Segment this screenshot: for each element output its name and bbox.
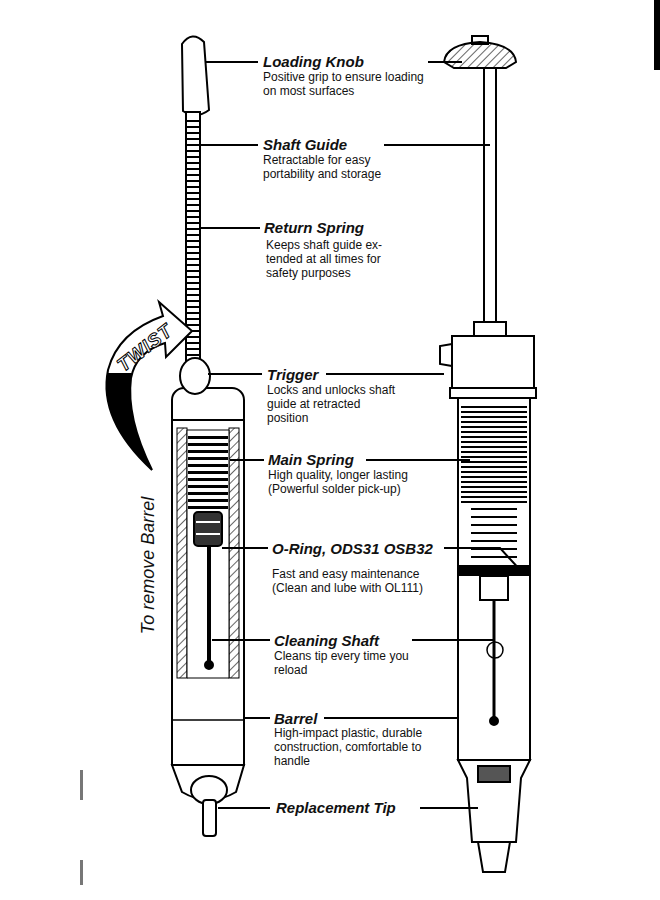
leader-lines xyxy=(200,62,522,808)
part-name: O-Ring, ODS31 OSB32 xyxy=(272,540,462,557)
shaft-guide xyxy=(484,68,496,324)
tip-holder xyxy=(478,766,510,782)
cleaning-shaft xyxy=(493,600,496,718)
scan-mark xyxy=(80,860,83,885)
main-spring xyxy=(461,406,527,505)
pump-head xyxy=(452,336,534,390)
leader-line xyxy=(222,547,268,549)
part-description: Fast and easy maintenance (Clean and lub… xyxy=(272,567,452,595)
leader-line xyxy=(366,459,470,461)
scan-mark xyxy=(654,0,660,70)
leader-line xyxy=(444,548,522,572)
leader-line xyxy=(244,717,270,719)
part-description: Retractable for easy portability and sto… xyxy=(263,153,413,181)
part-name: Shaft Guide xyxy=(263,136,393,153)
part-name: Return Spring xyxy=(264,219,394,236)
leader-line xyxy=(200,227,260,229)
part-description: High-impact plastic, durable constructio… xyxy=(274,726,454,768)
leader-line xyxy=(208,373,262,375)
part-name: Barrel xyxy=(274,710,354,727)
leader-line xyxy=(324,717,458,719)
leader-line xyxy=(200,144,258,146)
scan-mark xyxy=(80,770,83,800)
trigger xyxy=(440,344,452,366)
replacement-tip xyxy=(478,842,510,872)
instruction-note: To remove Barrel xyxy=(138,496,159,633)
main-spring xyxy=(471,508,517,562)
part-description: Cleans tip every time you reload xyxy=(274,649,434,677)
barrel xyxy=(458,398,530,760)
part-name: Main Spring xyxy=(268,451,388,468)
leader-line xyxy=(420,807,478,809)
part-description: Positive grip to ensure loading on most … xyxy=(263,70,428,98)
barrel-flange xyxy=(450,388,536,398)
loading-knob xyxy=(182,36,209,115)
main-spring xyxy=(188,436,228,510)
leader-line xyxy=(230,459,264,461)
part-name: Loading Knob xyxy=(263,53,433,70)
part-name: Trigger xyxy=(267,366,367,383)
leader-line xyxy=(218,807,270,809)
o-ring-groove xyxy=(196,521,220,523)
right-pump xyxy=(440,36,536,872)
trigger xyxy=(180,358,210,394)
loading-knob xyxy=(444,42,516,68)
replacement-tip xyxy=(203,800,216,836)
piston xyxy=(480,576,508,600)
part-description: Locks and unlocks shaft guide at retract… xyxy=(267,383,405,425)
o-ring xyxy=(194,512,222,546)
part-name: Cleaning Shaft xyxy=(274,632,424,649)
leader-line xyxy=(212,639,270,641)
barrel-seam xyxy=(172,719,244,721)
o-ring-groove xyxy=(196,533,220,535)
leader-line xyxy=(412,639,494,641)
leader-line xyxy=(326,373,444,375)
part-description: Keeps shaft guide ex- tended at all time… xyxy=(266,238,400,280)
return-spring xyxy=(187,120,199,362)
barrel-wall xyxy=(177,428,187,678)
cleaning-shaft xyxy=(207,546,211,662)
leader-line xyxy=(428,61,462,63)
instruction-word: TWIST xyxy=(113,320,177,377)
shaft-collar xyxy=(474,322,506,336)
barrel xyxy=(172,420,244,765)
cleaning-shaft-tip xyxy=(490,717,498,725)
cleaning-shaft-ring xyxy=(487,642,503,658)
cleaning-shaft-tip xyxy=(205,661,213,669)
leader-line xyxy=(206,61,258,63)
left-pump xyxy=(172,36,244,836)
twist-arrow xyxy=(106,302,192,470)
barrel-nose xyxy=(458,760,530,842)
part-name: Replacement Tip xyxy=(276,799,426,816)
part-description: High quality, longer lasting (Powerful s… xyxy=(268,468,443,496)
leader-line xyxy=(384,144,490,146)
